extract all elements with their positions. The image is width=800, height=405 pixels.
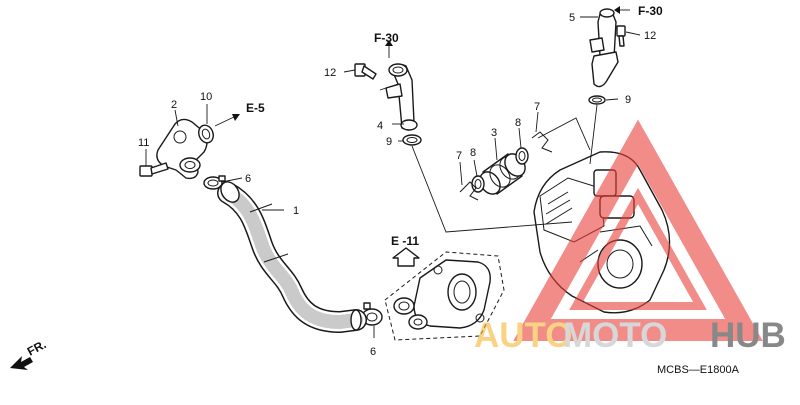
callout-12-right: 12 (644, 30, 656, 42)
ref-e5: E-5 (246, 101, 265, 115)
callout-10: 10 (200, 91, 212, 103)
front-label: FR. (25, 337, 49, 358)
callout-9-right: 9 (625, 94, 631, 106)
callout-8-right: 8 (515, 117, 521, 129)
arrow-e11 (392, 247, 420, 267)
callout-6-lower: 6 (370, 346, 376, 358)
arrow-e5 (214, 114, 240, 127)
spring-part-3 (479, 153, 526, 195)
water-pump-body (384, 251, 505, 341)
leader-lines (145, 16, 641, 338)
o-ring-part-9-left (402, 134, 422, 146)
ref-e11: E -11 (391, 234, 419, 248)
hose-clamp-part-6-upper (203, 175, 226, 190)
water-pipe-part-4 (385, 63, 418, 131)
callout-6-upper: 6 (245, 173, 251, 185)
callout-8-left: 8 (470, 147, 476, 159)
ref-f30-left: F-30 (374, 31, 399, 45)
drawing-code: MCBS—E1800A (657, 364, 740, 376)
o-ring-part-8-left (471, 175, 485, 193)
bolt-part-12-left (354, 63, 377, 80)
callout-5: 5 (569, 12, 575, 24)
callout-3: 3 (491, 127, 497, 139)
callout-7-left: 7 (456, 150, 462, 162)
arrow-f30-left (385, 40, 393, 58)
callout-9-left: 9 (386, 136, 392, 148)
callout-2: 2 (171, 99, 177, 111)
front-direction-arrow (10, 356, 33, 370)
callout-7-right: 7 (534, 101, 540, 113)
o-ring-part-8-right (515, 147, 529, 165)
callout-11: 11 (138, 137, 149, 149)
arrow-f30-right (614, 6, 630, 14)
callout-1: 1 (293, 205, 299, 217)
water-hose-part-1 (217, 181, 367, 334)
clip-part-7-left (459, 181, 479, 201)
watermark-auto: AUTO (474, 316, 573, 355)
clip-part-7-right (531, 131, 553, 153)
watermark-logo: AUTO MOTO HUB (474, 119, 786, 355)
bolt-part-12-right (616, 25, 626, 47)
watermark-hub: HUB (710, 316, 786, 355)
water-pipe-part-5 (589, 8, 619, 88)
thermostat-cover-part-2 (156, 118, 208, 180)
o-ring-part-9-right (588, 95, 606, 105)
callout-12-left: 12 (324, 67, 336, 79)
ref-f30-right: F-30 (638, 4, 663, 18)
watermark-moto: MOTO (563, 316, 667, 355)
callout-4: 4 (377, 120, 383, 132)
o-ring-part-10 (198, 124, 214, 144)
hose-clamp-part-6-lower (361, 302, 383, 326)
bolt-part-11 (139, 162, 169, 177)
